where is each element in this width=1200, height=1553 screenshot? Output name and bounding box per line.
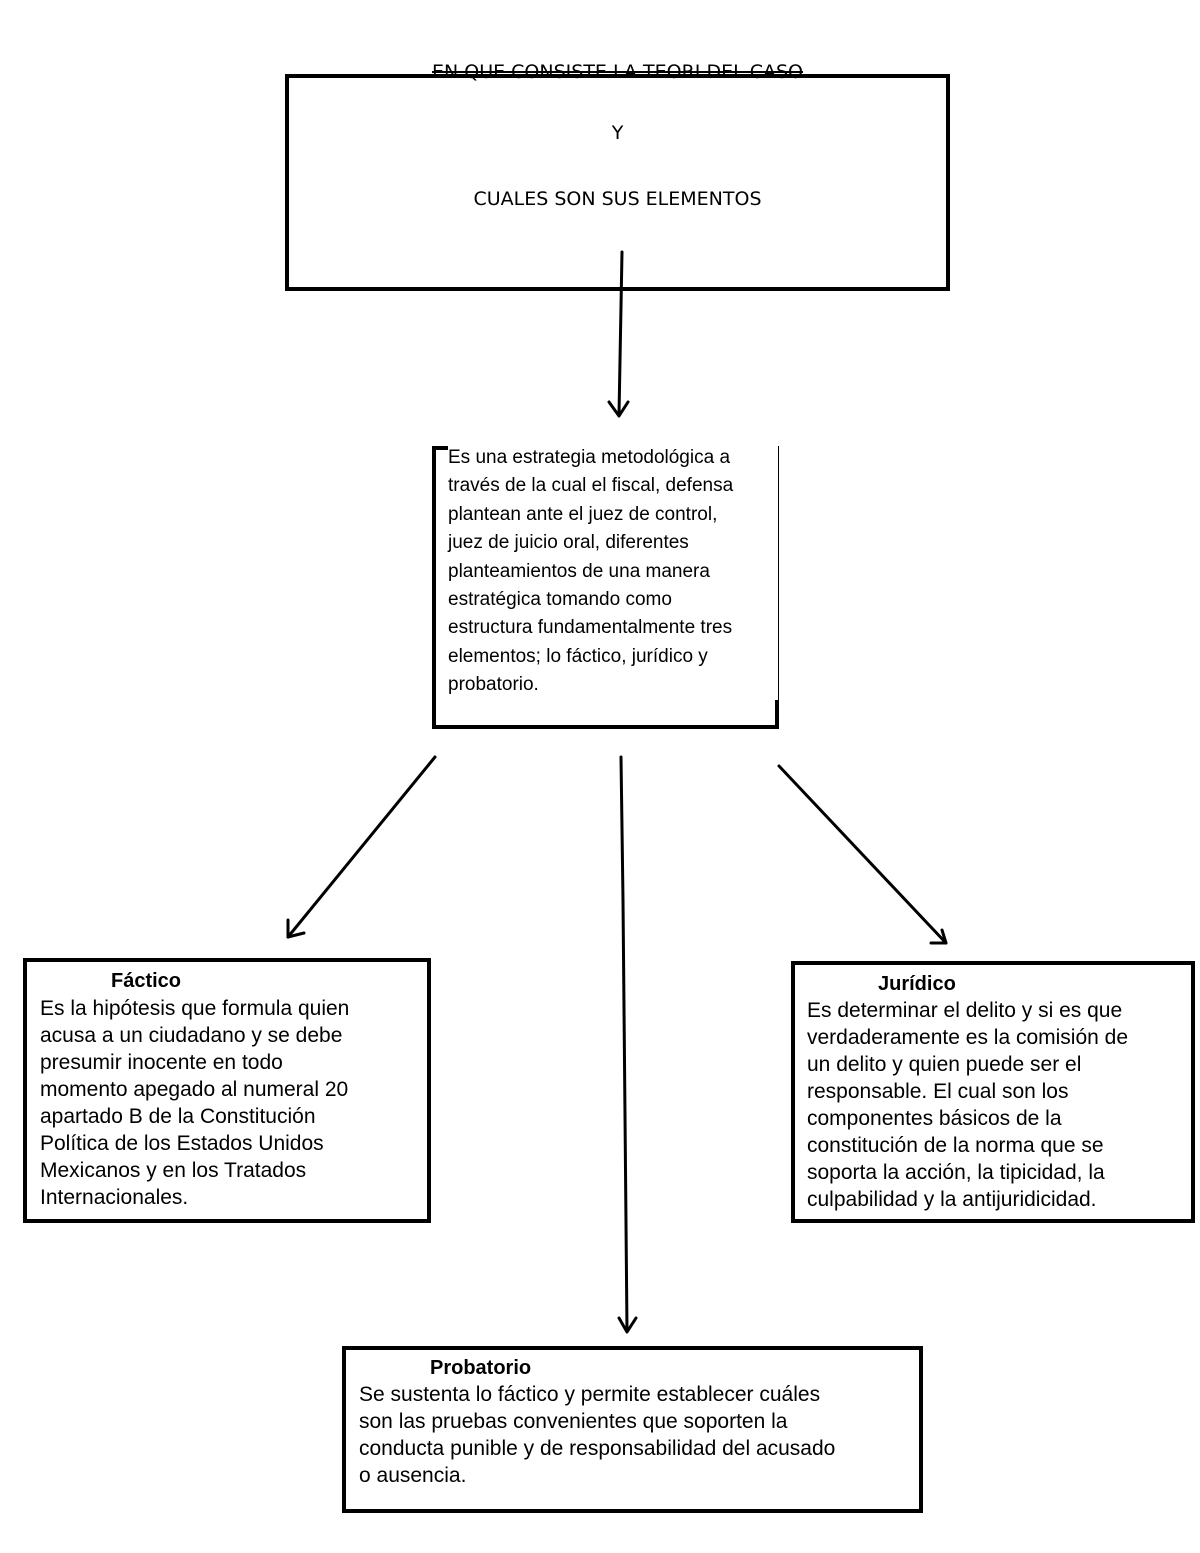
arrow-to-juridico <box>777 764 948 945</box>
title-line-3: CUALES SON SUS ELEMENTOS <box>473 188 762 210</box>
arrow-to-factico <box>286 755 437 939</box>
probatorio-box <box>342 1346 923 1513</box>
probatorio-title: Probatorio <box>430 1357 532 1379</box>
title-box <box>285 74 950 291</box>
arrow-to-probatorio <box>619 755 629 1333</box>
probatorio-text: Se sustenta lo fáctico y permite estable… <box>359 1383 836 1487</box>
arrow-title-to-definition <box>617 250 624 417</box>
juridico-box <box>791 961 1195 1223</box>
definition-text: Es una estrategia metodológica a través … <box>448 444 778 700</box>
arrowhead-juridico <box>929 928 948 945</box>
juridico-title: Jurídico <box>878 973 956 995</box>
juridico-text: Es determinar el delito y si es que verd… <box>807 999 1129 1211</box>
arrowhead-probatorio <box>617 1316 638 1334</box>
title-line-2: Y <box>611 122 624 144</box>
factico-title: Fáctico <box>111 970 182 992</box>
arrowhead-definition <box>607 400 630 418</box>
factico-text: Es la hipótesis que formula quien acusa … <box>40 997 350 1209</box>
factico-box <box>23 958 431 1223</box>
title-line-1: EN QUE CONSISTE LA TEORI DEL CASO <box>432 61 803 83</box>
arrowhead-factico <box>286 918 306 939</box>
